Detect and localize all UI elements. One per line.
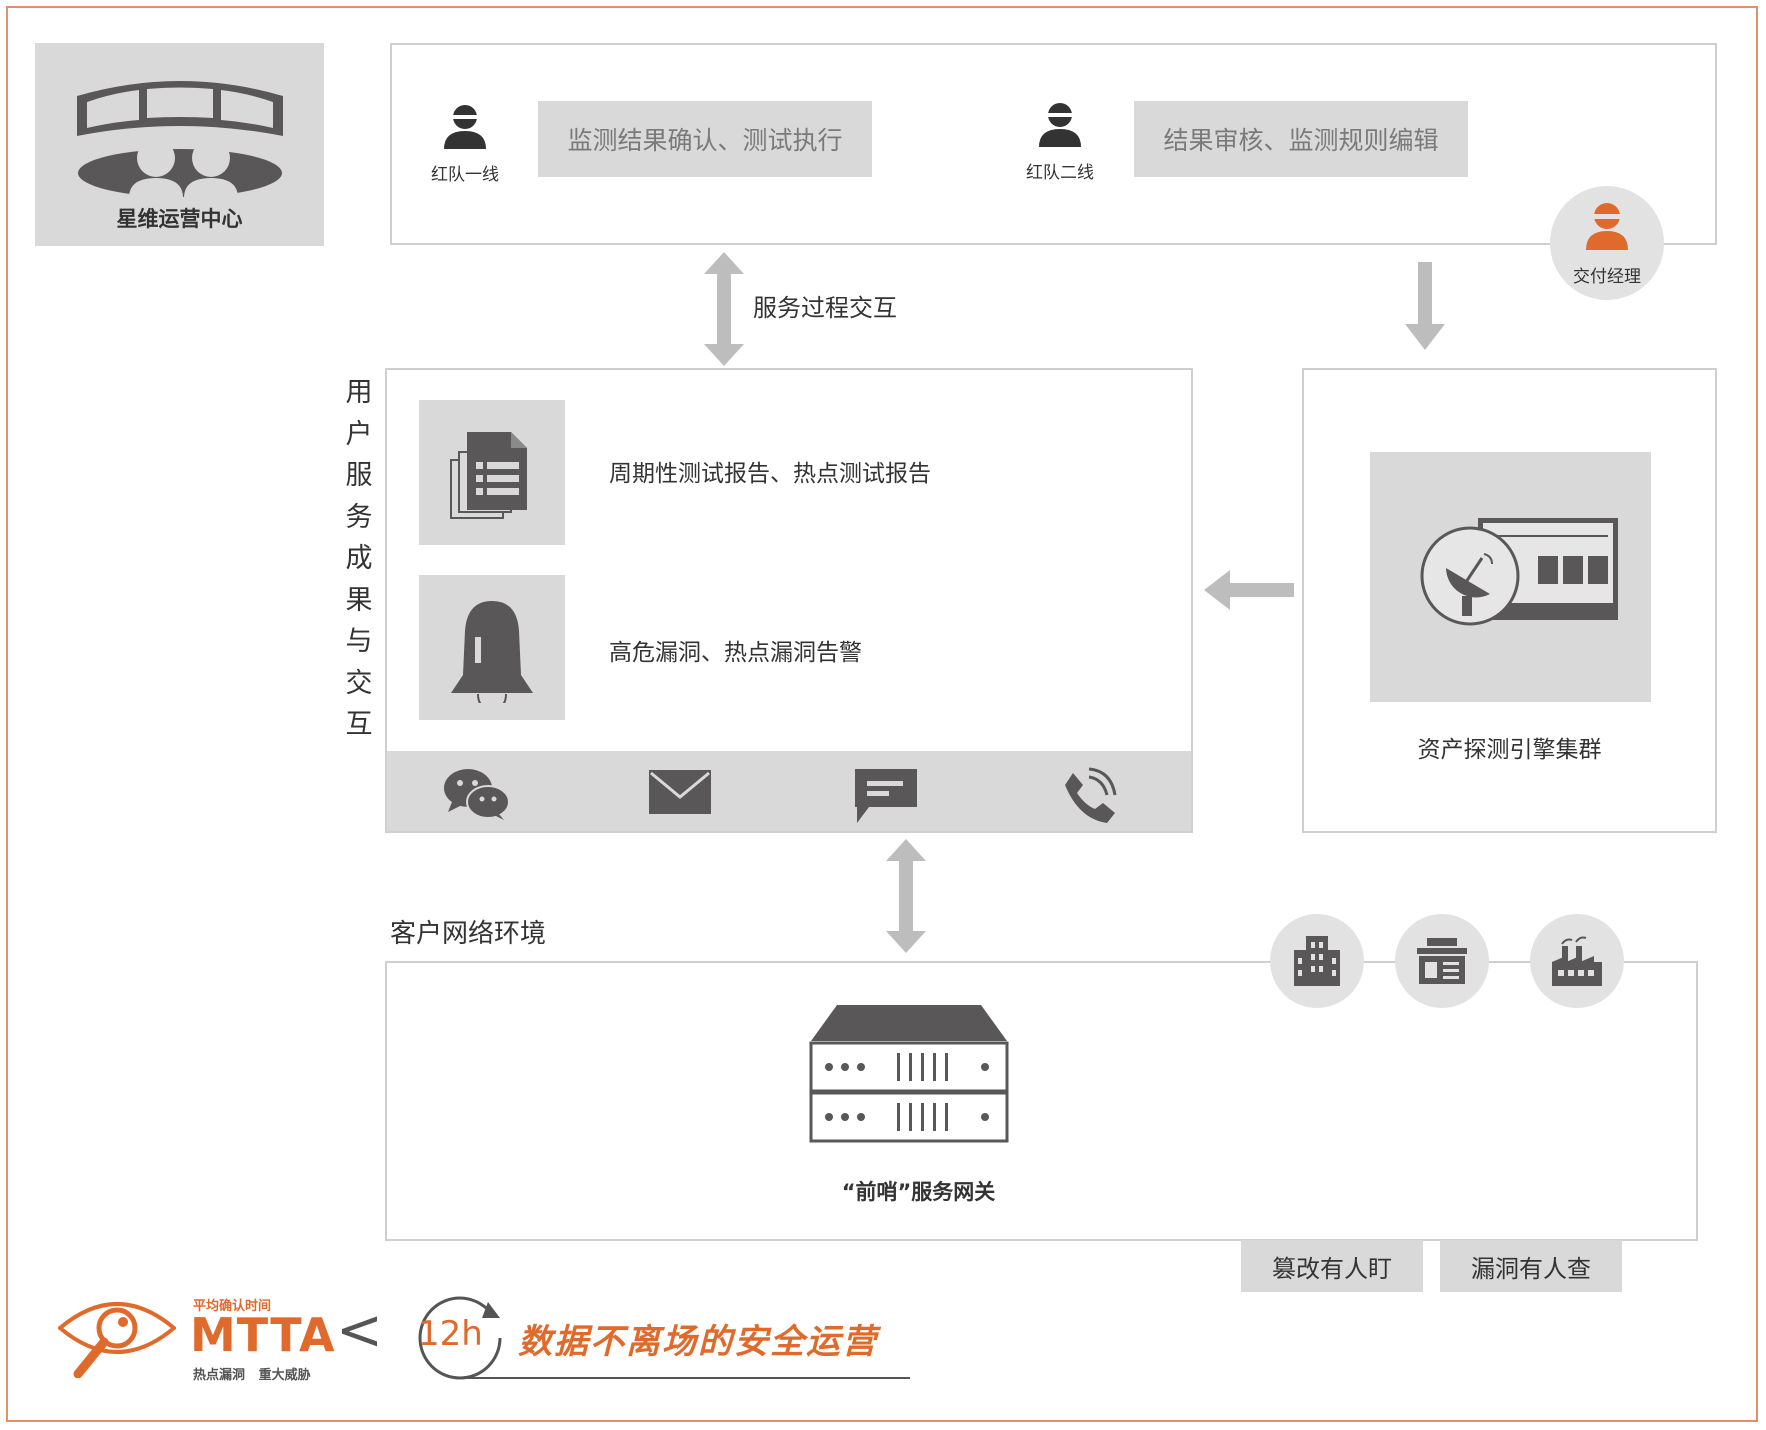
mtta-title: MTTA <box>190 1308 336 1362</box>
vertical-title-char: 户 <box>345 418 373 450</box>
vulnerability-check-tag: 漏洞有人查 <box>1440 1240 1622 1292</box>
asset-detection-engine-panel: 资产探测引擎集群 <box>1302 368 1717 833</box>
red-team-tier2-task: 结果审核、监测规则编辑 <box>1134 101 1468 177</box>
shop-icon <box>1417 938 1467 984</box>
operations-center-icon <box>77 81 283 198</box>
engine-label: 资产探测引擎集群 <box>1417 737 1602 763</box>
radar-engine-icon <box>1420 518 1618 626</box>
notification-channel-bar <box>387 751 1191 831</box>
soc-label: 星维运营中心 <box>116 207 243 231</box>
alarm-bell-icon <box>451 601 533 703</box>
shop-badge <box>1395 914 1489 1008</box>
bidirectional-arrow-icon <box>704 252 744 366</box>
alert-description: 高危漏洞、热点漏洞告警 <box>609 640 862 666</box>
alert-tile <box>419 575 565 720</box>
slogan: 数据不离场的安全运营 <box>518 1322 878 1362</box>
red-team-tier1-label: 红队一线 <box>431 165 499 185</box>
document-report-icon <box>450 432 527 519</box>
vertical-title-char: 互 <box>345 709 373 740</box>
mail-icon <box>649 770 711 814</box>
vertical-title-char: 果 <box>345 584 373 616</box>
message-icon <box>855 769 917 823</box>
office-building-badge <box>1270 914 1364 1008</box>
delivery-manager-avatar-icon <box>1586 203 1628 250</box>
delivery-manager-badge: 交付经理 <box>1550 186 1664 300</box>
gateway-server-icon <box>809 1005 1009 1143</box>
user-service-vertical-title: 用 户 服 务 成 果 与 交 互 <box>340 372 378 746</box>
red-team-tier2-label: 红队二线 <box>1026 163 1094 183</box>
left-arrow-icon <box>1204 570 1294 610</box>
service-interaction-label: 服务过程交互 <box>753 294 897 322</box>
soc-panel: 星维运营中心 <box>35 43 324 246</box>
delivery-manager-label: 交付经理 <box>1573 267 1641 287</box>
hours-value: 12h <box>418 1314 483 1354</box>
red-team-tier1-avatar-icon <box>444 105 486 149</box>
customer-network-title: 客户网络环境 <box>390 919 547 949</box>
mtta-caption: 平均确认时间 <box>193 1299 272 1314</box>
vertical-title-char: 务 <box>345 501 373 533</box>
vertical-title-char: 用 <box>345 377 373 408</box>
gateway-label: “前哨”服务网关 <box>841 1180 996 1204</box>
factory-badge <box>1530 914 1624 1008</box>
vertical-title-char: 服 <box>345 460 373 491</box>
vertical-title-char: 与 <box>345 626 373 657</box>
outer-frame <box>6 6 1758 1422</box>
report-description: 周期性测试报告、热点测试报告 <box>609 461 931 487</box>
operations-team-panel: 红队一线 监测结果确认、测试执行 红队二线 结果审核、监测规则编辑 <box>390 43 1717 245</box>
red-team-tier1-task: 监测结果确认、测试执行 <box>538 101 872 177</box>
factory-icon <box>1552 936 1602 986</box>
bidirectional-arrow-icon <box>886 839 926 953</box>
tamper-monitoring-tag: 篡改有人盯 <box>1241 1240 1423 1292</box>
report-tile <box>419 400 565 545</box>
down-arrow-icon <box>1405 262 1445 350</box>
wechat-icon <box>444 769 510 820</box>
user-service-panel: 周期性测试报告、热点测试报告 高危漏洞、热点漏洞告警 <box>385 368 1193 833</box>
customer-network-panel: “前哨”服务网关 <box>385 961 1698 1241</box>
timer-cycle-icon <box>418 1296 910 1380</box>
vertical-title-char: 交 <box>345 667 373 699</box>
vertical-title-char: 成 <box>345 543 373 574</box>
eye-magnifier-icon <box>58 1302 176 1378</box>
less-than-sign: < <box>336 1298 383 1363</box>
office-building-icon <box>1294 936 1340 986</box>
phone-icon <box>1065 767 1117 823</box>
engine-tile <box>1370 452 1651 702</box>
red-team-tier2-avatar-icon <box>1039 103 1081 147</box>
mtta-subtitle: 热点漏洞 重大威胁 <box>193 1368 311 1383</box>
